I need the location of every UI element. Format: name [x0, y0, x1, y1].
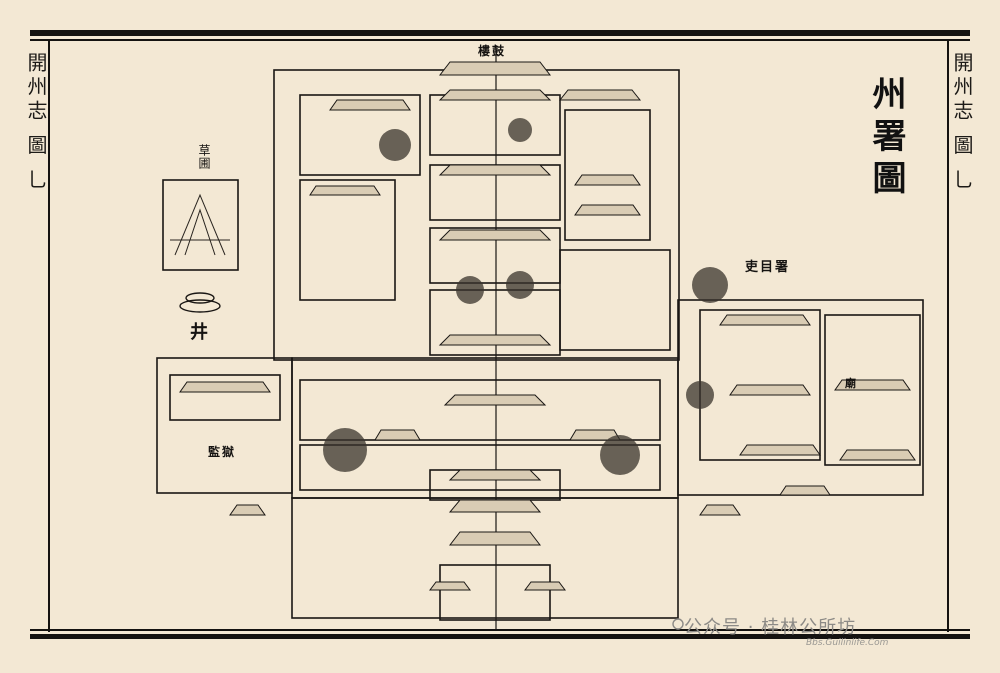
bottom-border-rule — [30, 634, 970, 639]
map-title: 州署圖 — [866, 76, 906, 202]
left-margin-line — [48, 40, 50, 632]
watermark-text: 公众号 · 桂林公所坊 — [684, 617, 857, 638]
right-margin-caption: 開州志 圖 乚 — [950, 52, 974, 193]
official-office-label: 吏目署 — [745, 260, 791, 275]
top-border-rule — [30, 30, 970, 36]
left-margin-caption: 開州志 圖 乚 — [24, 52, 48, 193]
drum-tower-label: 樓鼓 — [478, 44, 507, 58]
well-label: 井 — [190, 322, 210, 343]
prison-compound-wall — [156, 357, 293, 494]
gate-court-wall — [291, 497, 679, 619]
watermark-icon — [672, 618, 684, 630]
top-border-inner-rule — [30, 39, 970, 41]
right-margin-line — [947, 40, 949, 632]
temple-label: 廟 — [845, 377, 858, 390]
bottom-border-inner-rule — [30, 629, 970, 631]
watermark-url: Bbs.Guilinlife.Com — [806, 638, 889, 648]
grass-garden-frame — [162, 179, 239, 271]
grass-garden-label: 草圃 — [197, 144, 211, 170]
prison-label: 監獄 — [208, 445, 237, 459]
